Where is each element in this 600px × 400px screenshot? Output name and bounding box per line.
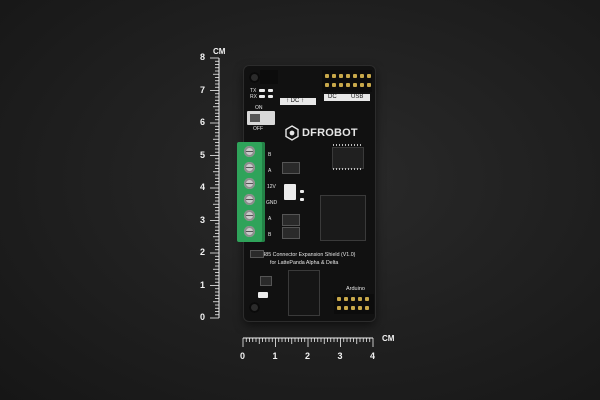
top-pin-header bbox=[322, 70, 372, 92]
mounting-hole bbox=[249, 302, 260, 313]
usb-port-label: USB bbox=[351, 94, 364, 100]
tx-led bbox=[259, 89, 265, 92]
rs485-ic bbox=[332, 147, 364, 169]
terminal-label-a2: A bbox=[268, 216, 272, 222]
board-subtitle: for LattePanda Alpha & Delta bbox=[270, 260, 339, 266]
arduino-label: Arduino bbox=[346, 286, 365, 292]
horizontal-ruler-ticks bbox=[242, 337, 374, 347]
terminal-label-a1: A bbox=[268, 168, 272, 174]
dc-port-label: DC bbox=[328, 94, 337, 100]
ruler-label: 3 bbox=[337, 351, 343, 361]
terminal-screw bbox=[244, 226, 255, 237]
power-switch bbox=[247, 111, 275, 125]
diode bbox=[282, 214, 300, 226]
dc-arrow-box: ↑ DC ↑ bbox=[280, 98, 316, 105]
ruler-label: 0 bbox=[200, 312, 206, 322]
dfrobot-logo-icon bbox=[285, 125, 299, 141]
inductor bbox=[284, 184, 296, 200]
rs485-shield-board: DC USB ↑ DC ↑ TX RX ON OFF DFROBOT bbox=[237, 66, 375, 321]
terminal-screw bbox=[244, 178, 255, 189]
port-label-bar: DC USB bbox=[324, 94, 370, 101]
horizontal-ruler: CM 0 1 2 3 4 bbox=[232, 330, 395, 370]
mounting-hole bbox=[249, 72, 260, 83]
vertical-ruler: CM 8 7 6 5 4 3 2 1 0 bbox=[199, 47, 237, 324]
diode bbox=[282, 227, 300, 239]
terminal-screw bbox=[244, 194, 255, 205]
main-ic bbox=[320, 195, 366, 241]
resistor bbox=[268, 95, 273, 98]
ruler-label: 2 bbox=[305, 351, 311, 361]
terminal-label-gnd: GND bbox=[266, 200, 278, 206]
switch-on-label: ON bbox=[255, 105, 263, 111]
terminal-label-b1: B bbox=[268, 152, 272, 158]
ruler-label: 1 bbox=[272, 351, 278, 361]
switch-off-label: OFF bbox=[253, 126, 263, 132]
board-title: RS485 Connector Expansion Shield (V1.0) bbox=[255, 252, 356, 258]
terminal-screw bbox=[244, 162, 255, 173]
terminal-label-12v: 12V bbox=[267, 184, 276, 190]
vertical-ruler-ticks bbox=[210, 57, 220, 319]
ruler-unit-label: CM bbox=[382, 334, 395, 343]
resistor bbox=[268, 89, 273, 92]
terminal-screw bbox=[244, 146, 255, 157]
rx-led-label: RX bbox=[250, 94, 257, 100]
dc-arrow-label: ↑ DC ↑ bbox=[286, 98, 304, 104]
ruler-label: 8 bbox=[200, 52, 206, 62]
ruler-label: 6 bbox=[200, 117, 206, 127]
small-header bbox=[260, 70, 278, 84]
terminal-label-b2: B bbox=[268, 232, 272, 238]
arduino-pin-header bbox=[334, 294, 374, 314]
tx-led-label: TX bbox=[250, 88, 257, 94]
ruler-unit-label: CM bbox=[213, 47, 226, 56]
ruler-label: 1 bbox=[200, 279, 206, 290]
ruler-label: 3 bbox=[200, 214, 206, 225]
rx-led bbox=[259, 95, 265, 98]
screw-terminal-block bbox=[237, 142, 265, 242]
brand-label: DFROBOT bbox=[302, 127, 358, 139]
terminal-screw bbox=[244, 210, 255, 221]
ruler-label: 4 bbox=[370, 351, 376, 361]
ruler-label: 2 bbox=[200, 247, 206, 257]
ruler-label: 0 bbox=[240, 351, 246, 361]
ruler-label: 5 bbox=[200, 149, 206, 160]
diode bbox=[282, 162, 300, 174]
ruler-label: 4 bbox=[200, 182, 206, 192]
audio-jack bbox=[288, 270, 320, 316]
ruler-label: 7 bbox=[200, 84, 206, 95]
